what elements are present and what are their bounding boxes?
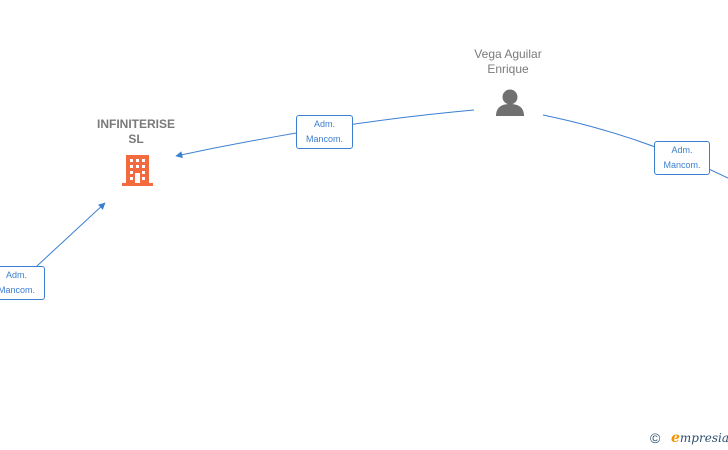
edge-label-line2: Mancom. <box>305 134 343 144</box>
brand-rest: mpresia <box>679 431 728 445</box>
edge-label-line1: Adm. <box>671 145 693 155</box>
edge-label-line1: Adm. <box>313 119 335 129</box>
company-name-line1: INFINITERISE <box>96 117 175 131</box>
edge-line-left-to-company <box>23 202 106 279</box>
company-name-line2: SL <box>128 132 144 146</box>
edge-label-line1: Adm. <box>5 270 27 280</box>
edge-label-line2: Mancom. <box>663 160 701 170</box>
person-name-line2: Enrique <box>487 62 529 76</box>
brand-initial: e <box>671 430 680 446</box>
edge-label-line2: Mancom. <box>0 285 35 295</box>
copyright-symbol: © <box>650 430 661 446</box>
edge-label-left-to-company[interactable]: Adm. Mancom. <box>0 266 45 300</box>
person-name[interactable]: Vega Aguilar Enrique <box>448 47 568 77</box>
person-name-line1: Vega Aguilar <box>474 47 542 61</box>
edge-label-person-to-right[interactable]: Adm. Mancom. <box>654 141 710 175</box>
building-icon[interactable] <box>122 155 153 186</box>
brand-logo: empresia <box>671 430 728 446</box>
edge-label-person-to-company[interactable]: Adm. Mancom. <box>296 115 353 149</box>
person-icon[interactable] <box>496 89 524 117</box>
company-name[interactable]: INFINITERISE SL <box>76 117 196 147</box>
